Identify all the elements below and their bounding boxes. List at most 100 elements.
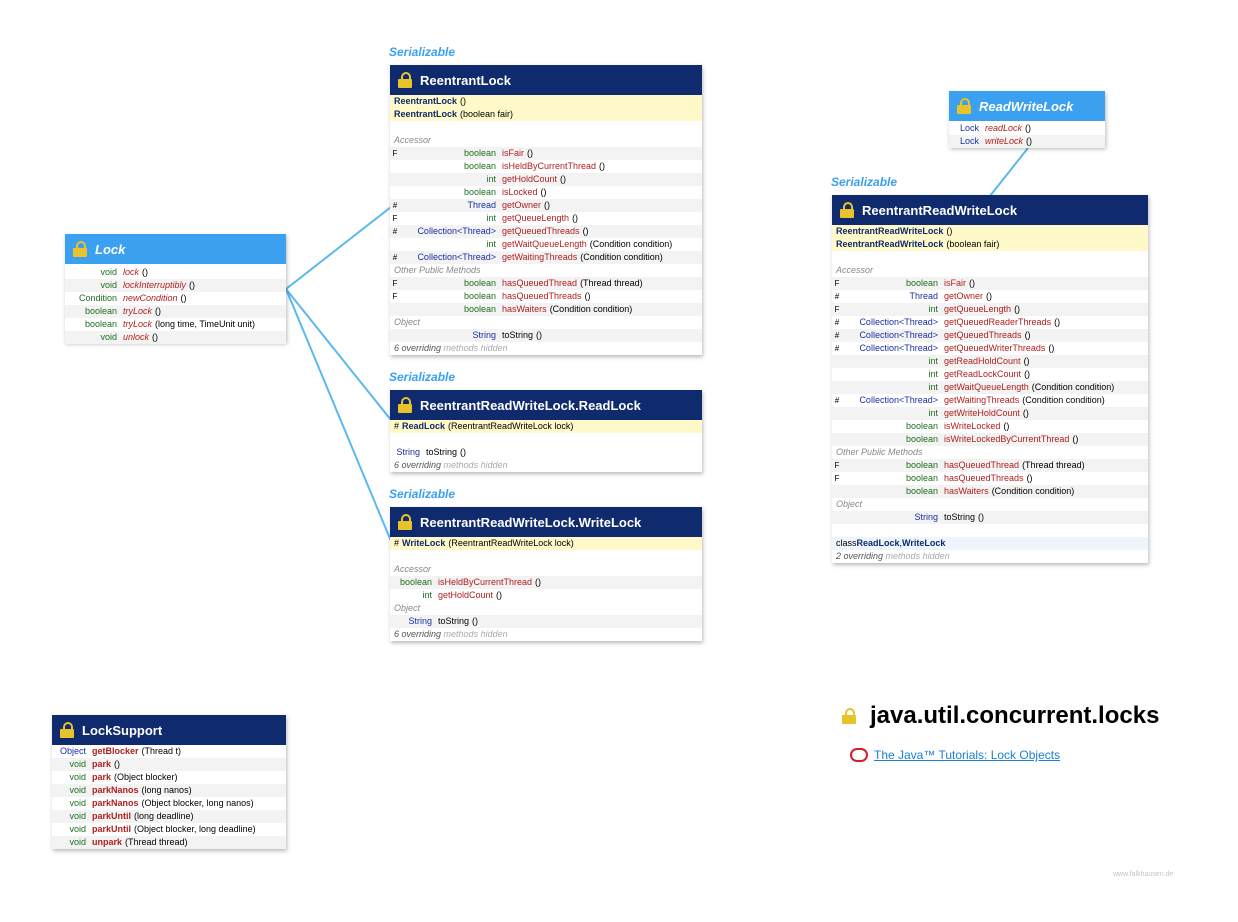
- method-name[interactable]: getQueuedThreads: [944, 330, 1022, 340]
- method-name[interactable]: getBlocker: [92, 746, 139, 756]
- constructor-row[interactable]: ReentrantLock(boolean fair): [390, 108, 702, 121]
- method-row[interactable]: #Collection<Thread>getQueuedWriterThread…: [832, 342, 1148, 355]
- method-name[interactable]: isFair: [944, 278, 966, 288]
- method-name[interactable]: getWaitQueueLength: [944, 382, 1029, 392]
- method-name[interactable]: tryLock: [123, 319, 153, 329]
- method-name[interactable]: hasQueuedThreads: [502, 291, 582, 301]
- method-name[interactable]: isLocked: [502, 187, 538, 197]
- writelock-class-header[interactable]: ReentrantReadWriteLock.WriteLock: [390, 507, 702, 537]
- readlock-class-header[interactable]: ReentrantReadWriteLock.ReadLock: [390, 390, 702, 420]
- method-name[interactable]: getReadHoldCount: [944, 356, 1021, 366]
- constructor-name[interactable]: WriteLock: [402, 538, 446, 548]
- method-name[interactable]: hasQueuedThread: [502, 278, 578, 288]
- method-name[interactable]: getReadLockCount: [944, 369, 1022, 379]
- method-name[interactable]: getWriteHoldCount: [944, 408, 1020, 418]
- method-name[interactable]: readLock: [985, 123, 1023, 133]
- method-name[interactable]: getQueueLength: [944, 304, 1012, 314]
- method-name[interactable]: park: [92, 772, 112, 782]
- method-name[interactable]: toString: [502, 330, 534, 340]
- method-name[interactable]: isHeldByCurrentThread: [502, 161, 597, 171]
- constructor-name[interactable]: ReentrantLock: [394, 96, 458, 106]
- method-name[interactable]: getWaitingThreads: [502, 252, 578, 262]
- method-name[interactable]: newCondition: [123, 293, 178, 303]
- method-name[interactable]: getQueuedWriterThreads: [944, 343, 1046, 353]
- method-name[interactable]: hasQueuedThread: [944, 460, 1020, 470]
- rrwl-class-header[interactable]: ReentrantReadWriteLock: [832, 195, 1148, 225]
- method-name[interactable]: isWriteLockedByCurrentThread: [944, 434, 1070, 444]
- method-name[interactable]: park: [92, 759, 112, 769]
- method-name[interactable]: hasWaiters: [502, 304, 547, 314]
- method-name[interactable]: toString: [438, 616, 470, 626]
- method-row[interactable]: #Collection<Thread>getQueuedThreads(): [390, 225, 702, 238]
- method-name[interactable]: isWriteLocked: [944, 421, 1001, 431]
- tutorial-link[interactable]: The Java™ Tutorials: Lock Objects: [874, 748, 1061, 762]
- method-name[interactable]: writeLock: [985, 136, 1024, 146]
- nested-class-readlock[interactable]: ReadLock: [856, 538, 900, 548]
- method-name[interactable]: parkNanos: [92, 798, 139, 808]
- method-name[interactable]: unpark: [92, 837, 123, 847]
- tutorial-link-area[interactable]: The Java™ Tutorials: Lock Objects: [850, 748, 1060, 762]
- method-name[interactable]: parkNanos: [92, 785, 139, 795]
- method-name[interactable]: getWaitQueueLength: [502, 239, 587, 249]
- method-row[interactable]: #Collection<Thread>getQueuedReaderThread…: [832, 316, 1148, 329]
- method-name[interactable]: lockInterruptibly: [123, 280, 187, 290]
- method-name[interactable]: getWaitingThreads: [944, 395, 1020, 405]
- method-name[interactable]: lock: [123, 267, 140, 277]
- method-row[interactable]: #Collection<Thread>getQueuedThreads(): [832, 329, 1148, 342]
- method-name[interactable]: getOwner: [944, 291, 984, 301]
- method-name[interactable]: parkUntil: [92, 824, 132, 834]
- method-name[interactable]: hasQueuedThreads: [944, 473, 1024, 483]
- nested-classes-row[interactable]: class ReadLock, WriteLock: [832, 537, 1148, 550]
- constructor-row[interactable]: ReentrantLock(): [390, 95, 702, 108]
- constructor-row[interactable]: #ReadLock(ReentrantReadWriteLock lock): [390, 420, 702, 433]
- constructor-name[interactable]: ReentrantReadWriteLock: [836, 226, 944, 236]
- constructor-row[interactable]: ReentrantReadWriteLock(): [832, 225, 1148, 238]
- method-name[interactable]: getQueueLength: [502, 213, 570, 223]
- lock-interface-header[interactable]: Lock: [65, 234, 286, 264]
- readwritelock-interface-header[interactable]: ReadWriteLock: [949, 91, 1105, 121]
- method-name[interactable]: isHeldByCurrentThread: [438, 577, 533, 587]
- method-name[interactable]: isFair: [502, 148, 524, 158]
- method-name[interactable]: unlock: [123, 332, 150, 342]
- method-name[interactable]: tryLock: [123, 306, 153, 316]
- method-name[interactable]: getOwner: [502, 200, 542, 210]
- constructor-row[interactable]: ReentrantReadWriteLock(boolean fair): [832, 238, 1148, 251]
- constructor-name[interactable]: ReadLock: [402, 421, 446, 431]
- constructor-name[interactable]: ReentrantLock: [394, 109, 458, 119]
